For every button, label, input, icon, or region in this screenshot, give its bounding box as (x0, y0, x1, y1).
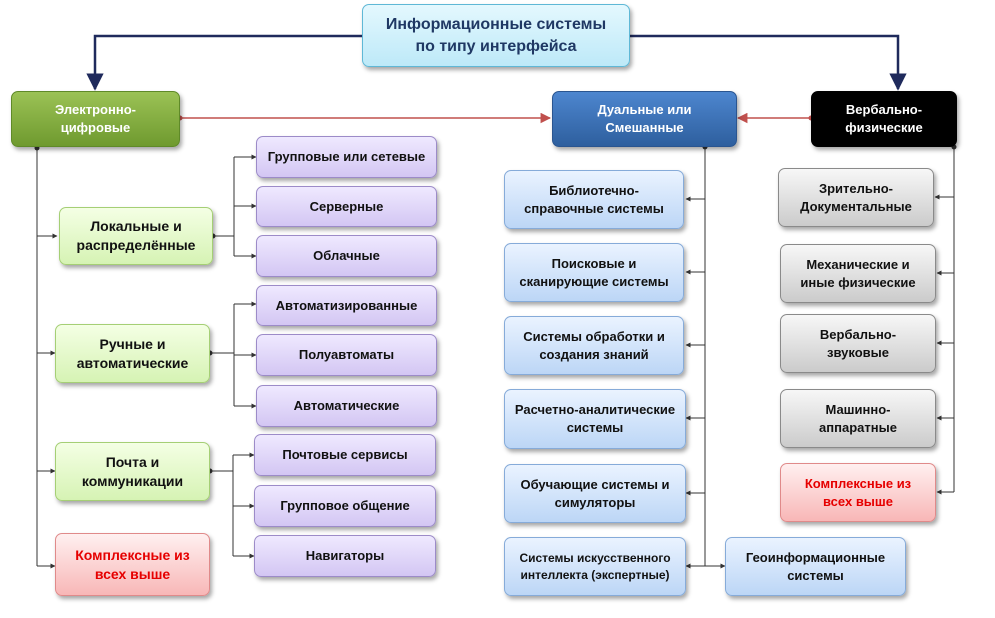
root-to-verbal-connector (630, 34, 907, 91)
root-box: Информационные системы по типу интерфейс… (362, 4, 630, 67)
electronic-group-local: Локальные и распределённые (59, 207, 213, 265)
category-verbal: Вербально- физические (811, 91, 957, 147)
electronic-child-automated: Автоматизированные (256, 285, 437, 326)
dual-item-library: Библиотечно- справочные системы (504, 170, 684, 229)
verbal-item-visual: Зрительно- Документальные (778, 168, 934, 227)
root-to-electronic-connector (86, 34, 362, 91)
verbal-item-mechanical: Механические и иные физические (780, 244, 936, 303)
electronic-child-navigators: Навигаторы (254, 535, 436, 577)
dual-item-knowledge: Системы обработки и создания знаний (504, 316, 684, 375)
verbal-item-sound: Вербально- звуковые (780, 314, 936, 373)
electronic-child-cloud: Облачные (256, 235, 437, 277)
electronic-child-semi-automatic: Полуавтоматы (256, 334, 437, 376)
dual-item-geo: Геоинформационные системы (725, 537, 906, 596)
category-electronic: Электронно- цифровые (11, 91, 180, 147)
electronic-group-complex: Комплексные из всех выше (55, 533, 210, 596)
dual-item-calculation: Расчетно-аналитические системы (504, 389, 686, 449)
dual-item-search: Поисковые и сканирующие системы (504, 243, 684, 302)
electronic-child-group-chat: Групповое общение (254, 485, 436, 527)
electronic-child-group-network: Групповые или сетевые (256, 136, 437, 178)
verbal-item-machine: Машинно- аппаратные (780, 389, 936, 448)
verbal-tree-lines (934, 147, 955, 495)
electronic-child-server: Серверные (256, 186, 437, 227)
verbal-item-complex: Комплексные из всех выше (780, 463, 936, 522)
electronic-group-mail: Почта и коммуникации (55, 442, 210, 501)
electronic-child-automatic: Автоматические (256, 385, 437, 427)
electronic-child-mail-services: Почтовые сервисы (254, 434, 436, 476)
electronic-group-manual: Ручные и автоматические (55, 324, 210, 383)
dual-item-ai: Системы искусственного интеллекта (экспе… (504, 537, 686, 596)
category-dual: Дуальные или Смешанные (552, 91, 737, 147)
dual-item-training: Обучающие системы и симуляторы (504, 464, 686, 523)
dual-tree-lines (685, 147, 726, 569)
electronic-tree-lines (36, 148, 257, 569)
